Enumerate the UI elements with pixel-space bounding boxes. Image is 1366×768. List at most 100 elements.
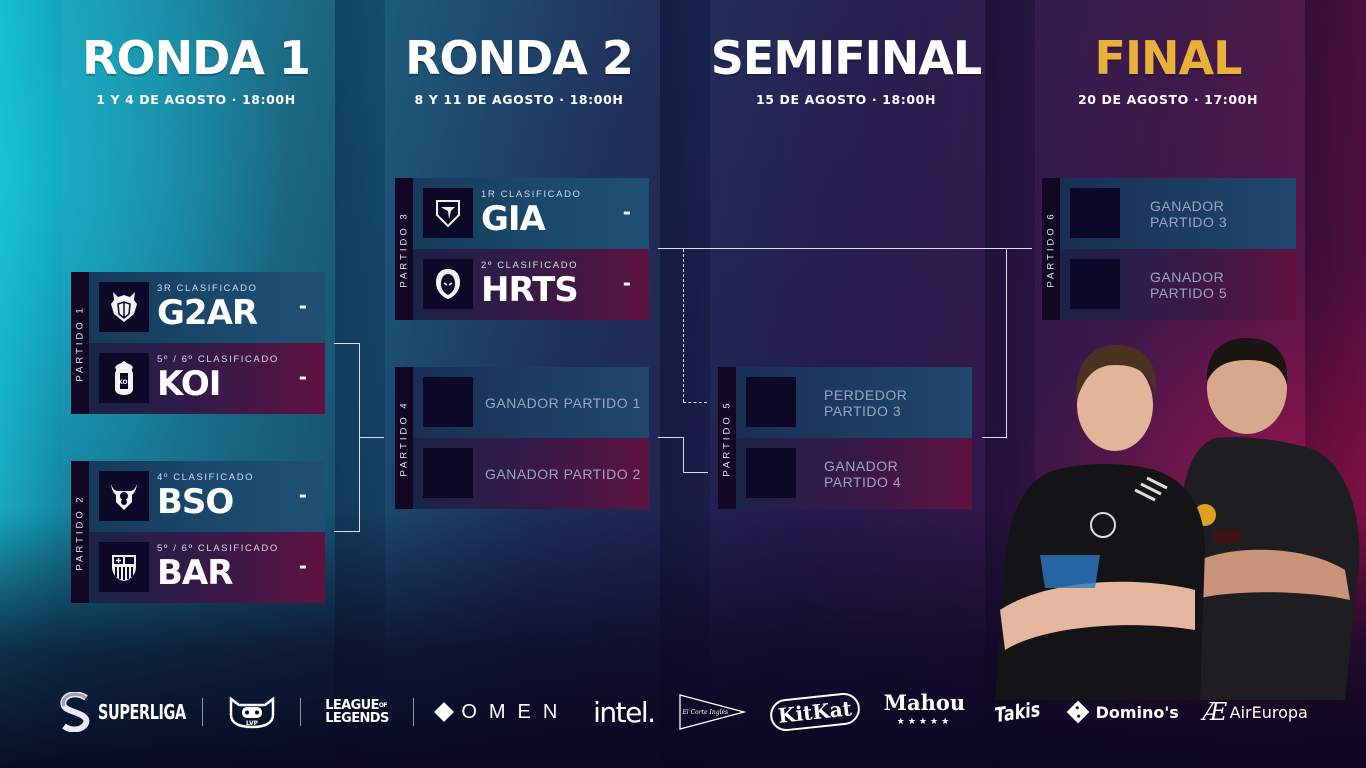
empty-logo-placeholder bbox=[423, 377, 473, 427]
bracket-line bbox=[683, 472, 708, 473]
empty-logo-placeholder bbox=[423, 448, 473, 498]
placeholder-label: PERDEDOR PARTIDO 3 bbox=[824, 386, 908, 419]
placeholder-label: GANADOR PARTIDO 1 bbox=[485, 394, 641, 411]
match-partido-2: PARTIDO 2 4º CLASIFICADO BSO - 5º / 6º C… bbox=[71, 461, 325, 603]
giants-logo-icon bbox=[423, 188, 473, 238]
round-header-2: RONDA 2 8 Y 11 DE AGOSTO · 18:00H bbox=[359, 30, 679, 107]
sponsor-mahou: Mahou ★★★★★ bbox=[883, 690, 966, 730]
team-slot[interactable]: 4º CLASIFICADO BSO - bbox=[89, 461, 325, 532]
bg-stripe-1 bbox=[0, 0, 62, 768]
empty-logo-placeholder bbox=[746, 377, 796, 427]
team-slot[interactable]: 3R CLASIFICADO G2AR - bbox=[89, 272, 325, 343]
sponsor-takis: Takis bbox=[989, 696, 1046, 728]
round-header-semifinal: SEMIFINAL 15 DE AGOSTO · 18:00H bbox=[686, 30, 1006, 107]
aireuropa-mark-icon: Æ bbox=[1202, 698, 1227, 726]
sponsor-name: Domino's bbox=[1095, 702, 1179, 722]
round-title: SEMIFINAL bbox=[710, 31, 982, 85]
divider bbox=[300, 698, 302, 726]
team-score: - bbox=[298, 294, 307, 318]
empty-logo-placeholder bbox=[746, 448, 796, 498]
team-name: KOI bbox=[157, 364, 221, 404]
sponsor-superliga: SUPERLIGA bbox=[58, 692, 186, 732]
round-header-final: FINAL 20 DE AGOSTO · 17:00H bbox=[1008, 30, 1328, 107]
bracket-line bbox=[658, 248, 1032, 249]
sponsor-intel: intel. bbox=[593, 696, 656, 729]
superliga-logo-icon bbox=[60, 692, 90, 732]
match-partido-3: PARTIDO 3 1R CLASIFICADO GIA - 2º CLASIF… bbox=[395, 178, 649, 320]
sponsor-name: AirEuropa bbox=[1229, 702, 1308, 722]
match-label: PARTIDO 4 bbox=[395, 367, 413, 509]
svg-text:LVP: LVP bbox=[246, 720, 259, 727]
team-seed: 5º / 6º CLASIFICADO bbox=[157, 354, 279, 365]
match-label: PARTIDO 3 bbox=[395, 178, 413, 320]
empty-logo-placeholder bbox=[1070, 259, 1120, 309]
bracket-line bbox=[334, 531, 360, 532]
lol-line2: LEGENDS bbox=[325, 711, 389, 726]
team-score: - bbox=[298, 554, 307, 578]
player-right bbox=[1175, 338, 1360, 700]
placeholder-label: GANADOR PARTIDO 2 bbox=[485, 465, 641, 482]
team-name: G2AR bbox=[157, 293, 258, 333]
dominos-tile-icon bbox=[1066, 700, 1089, 724]
team-name: GIA bbox=[481, 199, 546, 239]
placeholder-label: GANADOR PARTIDO 4 bbox=[824, 457, 902, 490]
match-label: PARTIDO 6 bbox=[1042, 178, 1060, 320]
sponsor-kitkat: KitKat bbox=[768, 691, 862, 733]
lvp-logo-icon: LVP bbox=[229, 696, 274, 729]
bracket-line bbox=[1006, 249, 1007, 438]
team-name: BAR bbox=[157, 553, 233, 593]
team-slot-placeholder[interactable]: GANADOR PARTIDO 3 bbox=[1060, 178, 1296, 249]
team-slot-placeholder[interactable]: GANADOR PARTIDO 5 bbox=[1060, 249, 1296, 320]
round-date: 15 DE AGOSTO · 18:00H bbox=[755, 92, 937, 107]
sponsor-name: Mahou bbox=[883, 690, 966, 715]
lol-line1: LEAGUE bbox=[325, 698, 379, 713]
team-name: HRTS bbox=[481, 270, 579, 310]
team-seed: 3R CLASIFICADO bbox=[157, 283, 258, 294]
sponsor-aireuropa: Æ AirEuropa bbox=[1203, 698, 1308, 726]
mahou-stars: ★★★★★ bbox=[896, 716, 953, 726]
bracket-line bbox=[982, 437, 1007, 438]
bracket-line bbox=[658, 437, 684, 438]
match-partido-5: PARTIDO 5 PERDEDOR PARTIDO 3 GANADOR PAR… bbox=[718, 367, 972, 509]
team-score: - bbox=[622, 200, 631, 224]
team-score: - bbox=[622, 271, 631, 295]
heretics-logo-icon bbox=[423, 259, 473, 309]
team-slot-placeholder[interactable]: PERDEDOR PARTIDO 3 bbox=[736, 367, 972, 438]
bg-stripe-2 bbox=[335, 0, 385, 768]
match-label: PARTIDO 2 bbox=[71, 461, 89, 603]
divider bbox=[412, 698, 414, 726]
team-slot-placeholder[interactable]: GANADOR PARTIDO 4 bbox=[736, 438, 972, 509]
empty-logo-placeholder bbox=[1070, 188, 1120, 238]
sponsor-name: Takis bbox=[993, 696, 1042, 728]
sponsor-league-of-legends: LEAGUEOF LEGENDS bbox=[325, 699, 389, 725]
round-title: FINAL bbox=[1094, 31, 1243, 85]
player-left bbox=[995, 345, 1205, 700]
barca-logo-icon bbox=[99, 542, 149, 592]
team-score: - bbox=[298, 365, 307, 389]
team-slot[interactable]: KOI 5º / 6º CLASIFICADO KOI - bbox=[89, 343, 325, 414]
sponsor-dominos: Domino's bbox=[1066, 700, 1179, 724]
team-slot[interactable]: 5º / 6º CLASIFICADO BAR - bbox=[89, 532, 325, 603]
team-seed: 5º / 6º CLASIFICADO bbox=[157, 543, 279, 554]
team-slot[interactable]: 1R CLASIFICADO GIA - bbox=[413, 178, 649, 249]
match-label: PARTIDO 5 bbox=[718, 367, 736, 509]
team-slot-placeholder[interactable]: GANADOR PARTIDO 2 bbox=[413, 438, 649, 509]
g2-arctic-logo-icon bbox=[99, 282, 149, 332]
round-header-1: RONDA 1 1 Y 4 DE AGOSTO · 18:00H bbox=[36, 30, 356, 107]
round-title: RONDA 1 bbox=[82, 31, 311, 85]
sponsor-omen: OMEN bbox=[434, 701, 569, 724]
bracket-dashed-line bbox=[683, 249, 684, 402]
omen-diamond-icon bbox=[434, 702, 455, 722]
bracket-dashed-line bbox=[683, 402, 707, 403]
round-title: RONDA 2 bbox=[405, 31, 634, 85]
bracket-line bbox=[683, 437, 684, 472]
bracket-line bbox=[359, 437, 384, 438]
koi-logo-icon: KOI bbox=[99, 353, 149, 403]
sponsor-bar: SUPERLIGA LVP LEAGUEOF LEGENDS OMEN inte… bbox=[58, 688, 1308, 736]
team-slot-placeholder[interactable]: GANADOR PARTIDO 1 bbox=[413, 367, 649, 438]
bracket-line bbox=[334, 343, 360, 344]
team-seed: 1R CLASIFICADO bbox=[481, 189, 582, 200]
divider bbox=[201, 698, 203, 726]
team-slot[interactable]: 2º CLASIFICADO HRTS - bbox=[413, 249, 649, 320]
round-date: 1 Y 4 DE AGOSTO · 18:00H bbox=[96, 92, 296, 107]
